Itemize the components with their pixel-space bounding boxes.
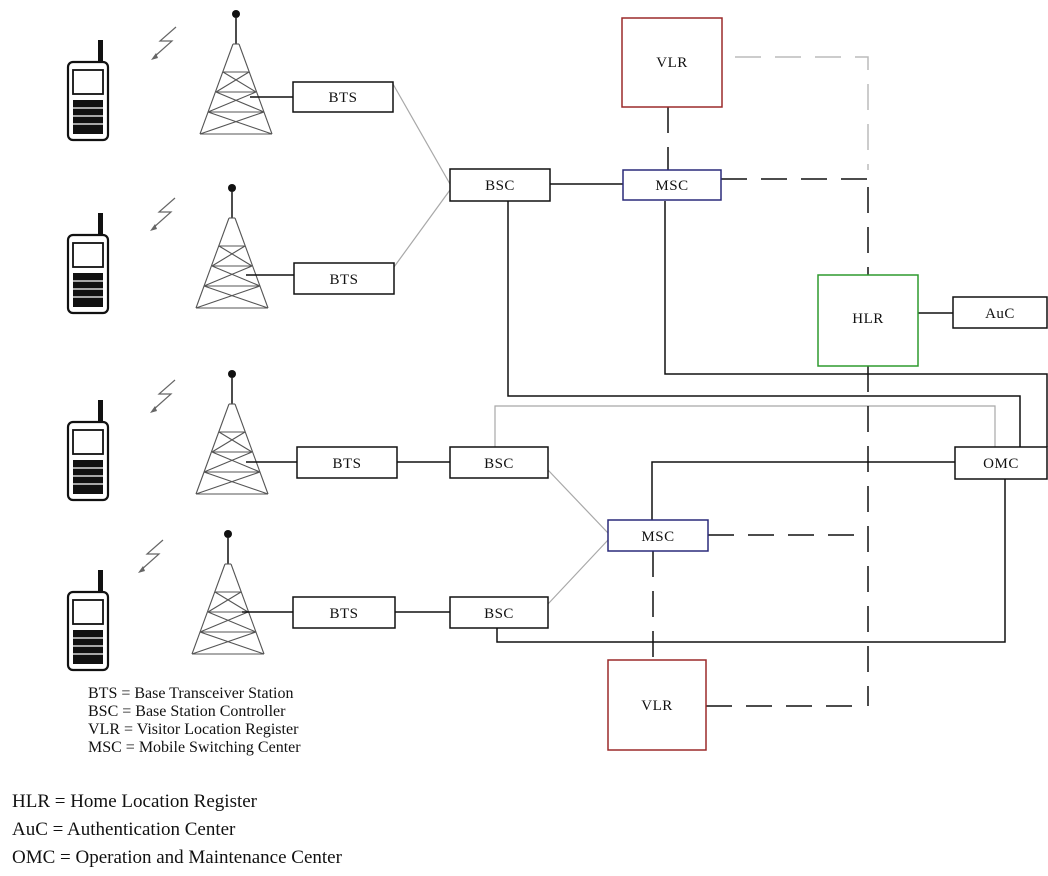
bts-label: BTS — [329, 272, 358, 288]
vlr-label: VLR — [641, 698, 673, 714]
vlr-label: VLR — [656, 55, 688, 71]
legend-network-elements: BTS = Base Transceiver Station BSC = Bas… — [88, 685, 301, 757]
legend-auc: AuC = Authentication Center — [12, 816, 342, 844]
signal-bolt-icon — [138, 540, 163, 573]
signal-bolt-icon — [151, 27, 176, 60]
legend-omc: OMC = Operation and Maintenance Center — [12, 844, 342, 872]
mobile-phone-icon — [68, 213, 108, 313]
mobile-phone-icon — [68, 570, 108, 670]
signal-bolt-icon — [150, 198, 175, 231]
bts-label: BTS — [329, 606, 358, 622]
bsc-label: BSC — [485, 178, 515, 194]
mobile-phone-icon — [68, 400, 108, 500]
bts-label: BTS — [332, 456, 361, 472]
signal-bolt-icon — [150, 380, 175, 413]
legend-hlr: HLR = Home Location Register — [12, 788, 342, 816]
radio-tower-icon — [200, 10, 272, 134]
mobile-phone-icon — [68, 40, 108, 140]
auc-label: AuC — [985, 306, 1015, 322]
legend-bsc: BSC = Base Station Controller — [88, 703, 301, 721]
radio-tower-icon — [196, 184, 268, 308]
bsc-label: BSC — [484, 606, 514, 622]
msc-label: MSC — [641, 529, 674, 545]
legend-msc: MSC = Mobile Switching Center — [88, 739, 301, 757]
bts-label: BTS — [328, 90, 357, 106]
radio-tower-icon — [192, 530, 264, 654]
msc-label: MSC — [655, 178, 688, 194]
legend-bts: BTS = Base Transceiver Station — [88, 685, 301, 703]
omc-label: OMC — [983, 456, 1019, 472]
legend-vlr: VLR = Visitor Location Register — [88, 721, 301, 739]
bsc-label: BSC — [484, 456, 514, 472]
legend-core-elements: HLR = Home Location Register AuC = Authe… — [12, 788, 342, 872]
hlr-label: HLR — [852, 311, 884, 327]
dashed-link-light — [735, 57, 868, 170]
radio-tower-icon — [196, 370, 268, 494]
